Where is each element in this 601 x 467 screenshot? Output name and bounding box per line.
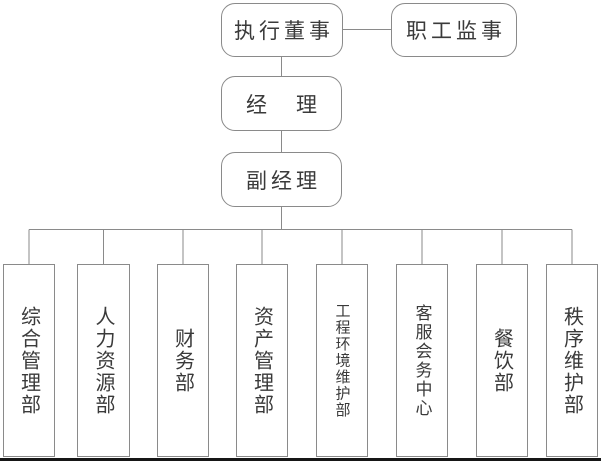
dept-finance: 财务部: [157, 264, 209, 457]
node-employee-supervisor: 职工监事: [391, 3, 517, 57]
dept-order-maintenance: 秩序维护部: [546, 264, 598, 457]
dept-customer-service-conference-center: 客服会务中心: [396, 264, 448, 457]
node-deputy-manager: 副经理: [221, 152, 342, 207]
bottom-rule: [0, 458, 601, 461]
dept-engineering-environment-maintenance: 工程环境维护部: [316, 264, 368, 457]
dept-human-resources: 人力资源部: [77, 264, 130, 457]
dept-general-management: 综合管理部: [3, 264, 55, 457]
dept-asset-management: 资产管理部: [236, 264, 288, 457]
node-manager: 经 理: [221, 76, 342, 131]
dept-catering: 餐饮部: [476, 264, 528, 457]
node-executive-director: 执行董事: [221, 3, 343, 57]
